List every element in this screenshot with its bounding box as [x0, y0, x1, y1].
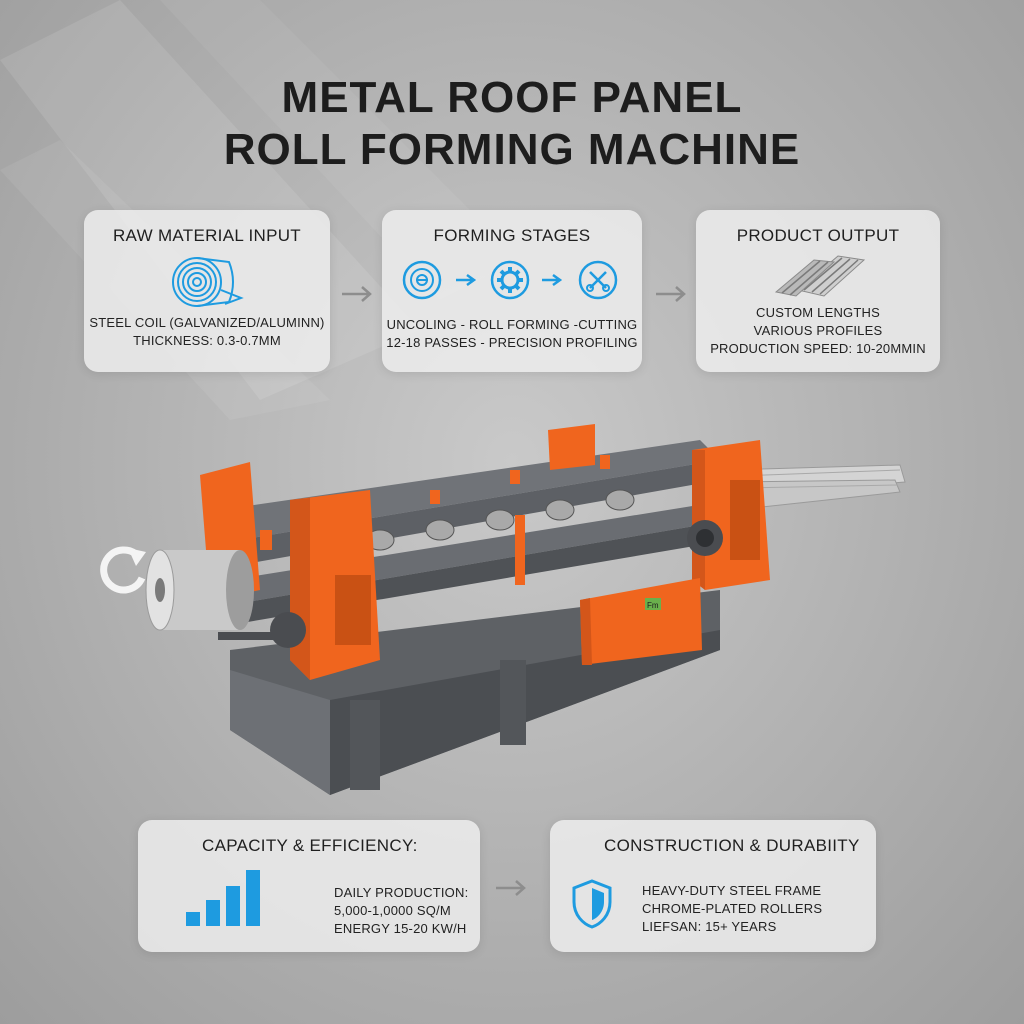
shield-icon — [572, 879, 612, 929]
raw-material-heading: RAW MATERIAL INPUT — [112, 226, 301, 245]
forming-stages-heading: FORMING STAGES — [433, 226, 591, 245]
raw-material-line-2: THICKNESS: 0.3-0.7MM — [133, 333, 281, 348]
construction-durability-heading: CONSTRUCTION & DURABIITY — [604, 836, 860, 855]
product-output-card: PRODUCT OUTPUT CUSTOM LENGTHS VARIOUS PR… — [696, 210, 940, 372]
title-line-1: METAL ROOF PANEL — [281, 73, 743, 122]
forming-stages-line-1: UNCOLING - ROLL FORMING -CUTTING — [386, 317, 638, 332]
uncoiler-icon — [402, 260, 442, 300]
machine-logo-badge — [645, 598, 661, 610]
forming-stages-card: FORMING STAGES — [382, 210, 642, 372]
machine-logo-text: Fm — [647, 601, 659, 610]
product-output-line-3: PRODUCTION SPEED: 10-20MMIN — [710, 341, 926, 356]
rotation-arrow-icon — [100, 546, 146, 594]
forming-stages-line-2: 12-18 PASSES - PRECISION PROFILING — [386, 335, 638, 350]
capacity-line-3: ENERGY 15-20 KW/H — [334, 921, 467, 936]
capacity-line-2: 5,000-1,0000 SQ/M — [334, 903, 451, 918]
product-output-line-2: VARIOUS PROFILES — [753, 323, 883, 338]
gear-icon — [490, 260, 530, 300]
construction-line-1: HEAVY-DUTY STEEL FRAME — [642, 883, 822, 898]
construction-line-2: CHROME-PLATED ROLLERS — [642, 901, 823, 916]
raw-material-card: RAW MATERIAL INPUT STEEL COIL (GALVANIZE… — [84, 210, 330, 372]
capacity-efficiency-heading: CAPACITY & EFFICIENCY: — [202, 836, 418, 855]
capacity-efficiency-card: CAPACITY & EFFICIENCY: DAILY PRODUCTION:… — [138, 820, 480, 952]
flow-arrow-icon — [456, 273, 477, 287]
steel-coil-icon — [172, 257, 244, 307]
raw-material-line-1: STEEL COIL (GALVANIZED/ALUMINN) — [89, 315, 325, 330]
arrow-right-icon — [656, 286, 686, 302]
arrow-right-icon — [342, 286, 372, 302]
steel-coil-on-machine — [145, 549, 254, 631]
flow-arrow-icon — [542, 273, 563, 287]
capacity-line-1: DAILY PRODUCTION: — [334, 885, 469, 900]
cutting-icon — [578, 260, 618, 300]
product-output-line-1: CUSTOM LENGTHS — [756, 305, 880, 320]
title-line-2: ROLL FORMING MACHINE — [223, 125, 801, 174]
roll-forming-machine-illustration: Fm — [145, 424, 906, 795]
construction-durability-card: CONSTRUCTION & DURABIITY HEAVY-DUTY STEE… — [550, 820, 876, 952]
arrow-right-icon — [496, 880, 526, 896]
construction-line-3: LIEFSAN: 15+ YEARS — [642, 919, 777, 934]
roof-panel-icon — [774, 255, 866, 297]
page-title: METAL ROOF PANEL ROLL FORMING MACHINE — [0, 72, 1024, 176]
bar-chart-icon — [186, 870, 260, 926]
product-output-heading: PRODUCT OUTPUT — [736, 226, 900, 245]
